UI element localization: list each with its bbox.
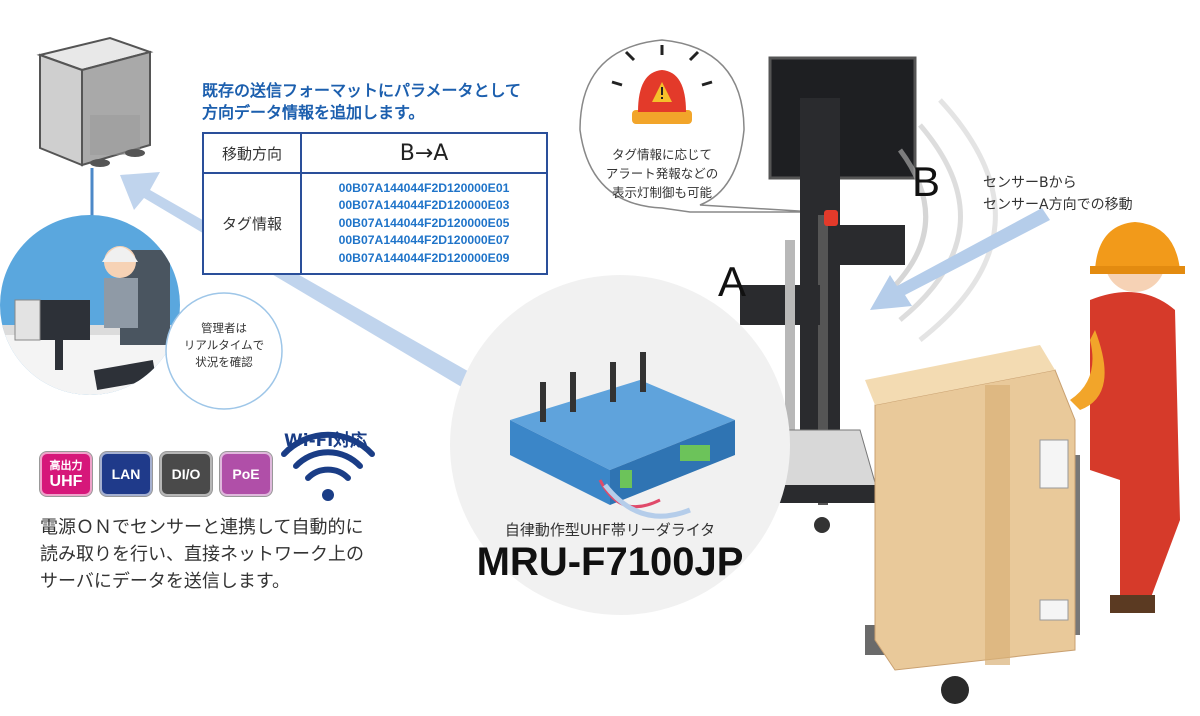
tag-row: タグ情報 00B07A144044F2D120000E01 00B07A1440… — [202, 172, 548, 275]
badge-poe-label: PoE — [232, 466, 260, 482]
admin-line1: 管理者は — [201, 321, 247, 335]
wifi-icon — [281, 431, 375, 501]
badge-lan: LAN — [100, 452, 152, 496]
wifi-title: Wi-Fi対応 — [284, 431, 368, 451]
sensor-note-line1: センサーBから — [983, 175, 1077, 191]
badge-uhf-line2: UHF — [49, 473, 83, 490]
admin-bubble — [165, 292, 283, 410]
badge-lan-label: LAN — [111, 466, 141, 482]
description-line3: サーバにデータを送信します。 — [40, 571, 291, 592]
tag-label: タグ情報 — [202, 172, 302, 275]
badge-poe: PoE — [220, 452, 272, 496]
alarm-line1: タグ情報に応じて — [611, 147, 712, 162]
alarm-line3: 表示灯制御も可能 — [611, 185, 712, 200]
server-icon — [36, 36, 154, 167]
gate-label-b: B — [912, 158, 941, 205]
tag-id: 00B07A144044F2D120000E09 — [338, 250, 510, 265]
sensor-gate — [740, 56, 998, 533]
movement-arrow — [870, 208, 1050, 310]
tag-id: 00B07A144044F2D120000E05 — [338, 215, 510, 230]
tag-id: 00B07A144044F2D120000E01 — [338, 180, 510, 195]
tag-id-list: 00B07A144044F2D120000E01 00B07A144044F2D… — [300, 172, 548, 275]
reader-device — [450, 275, 790, 615]
warning-light-icon — [611, 45, 713, 124]
headline: 既存の送信フォーマットにパラメータとして 方向データ情報を追加します。 — [202, 80, 572, 124]
badge-uhf: 高出力 UHF — [40, 452, 92, 496]
badge-dio-label: DI/O — [171, 466, 201, 482]
admin-line2: リアルタイムで — [183, 338, 265, 352]
alarm-bubble — [579, 39, 816, 213]
description-line1: 電源ＯＮでセンサーと連携して自動的に — [40, 517, 364, 538]
direction-row: 移動方向 B→A — [202, 132, 548, 174]
product-name: MRU-F7100JP — [476, 540, 744, 584]
feature-badges: 高出力 UHF LAN DI/O PoE — [40, 452, 272, 496]
admin-scene — [0, 215, 180, 395]
gate-label-a: A — [718, 258, 747, 305]
tag-id: 00B07A144044F2D120000E07 — [338, 233, 510, 248]
description-line2: 読み取りを行い、直接ネットワーク上の — [40, 544, 364, 565]
admin-line3: 状況を確認 — [195, 355, 253, 369]
tag-info-table: 移動方向 B→A タグ情報 00B07A144044F2D120000E01 0… — [202, 132, 548, 275]
headline-line2: 方向データ情報を追加します。 — [202, 103, 425, 122]
description: 電源ＯＮでセンサーと連携して自動的に 読み取りを行い、直接ネットワーク上の サー… — [40, 514, 460, 595]
product-subtitle: 自律動作型UHF帯リーダライタ — [504, 521, 716, 539]
direction-label: 移動方向 — [202, 132, 302, 174]
sensor-note: センサーBから センサーA方向での移動 — [983, 172, 1183, 216]
direction-value: B→A — [300, 132, 548, 174]
worker-with-cart — [865, 222, 1185, 704]
badge-dio: DI/O — [160, 452, 212, 496]
admin-bubble-text: 管理者は リアルタイムで 状況を確認 — [168, 320, 280, 371]
alarm-line2: アラート発報などの — [605, 166, 719, 181]
headline-line1: 既存の送信フォーマットにパラメータとして — [202, 81, 522, 100]
sensor-note-line2: センサーA方向での移動 — [983, 197, 1133, 213]
tag-id: 00B07A144044F2D120000E03 — [338, 198, 510, 213]
alarm-bubble-text: タグ情報に応じて アラート発報などの 表示灯制御も可能 — [588, 145, 736, 202]
badge-uhf-line1: 高出力 — [49, 460, 83, 472]
